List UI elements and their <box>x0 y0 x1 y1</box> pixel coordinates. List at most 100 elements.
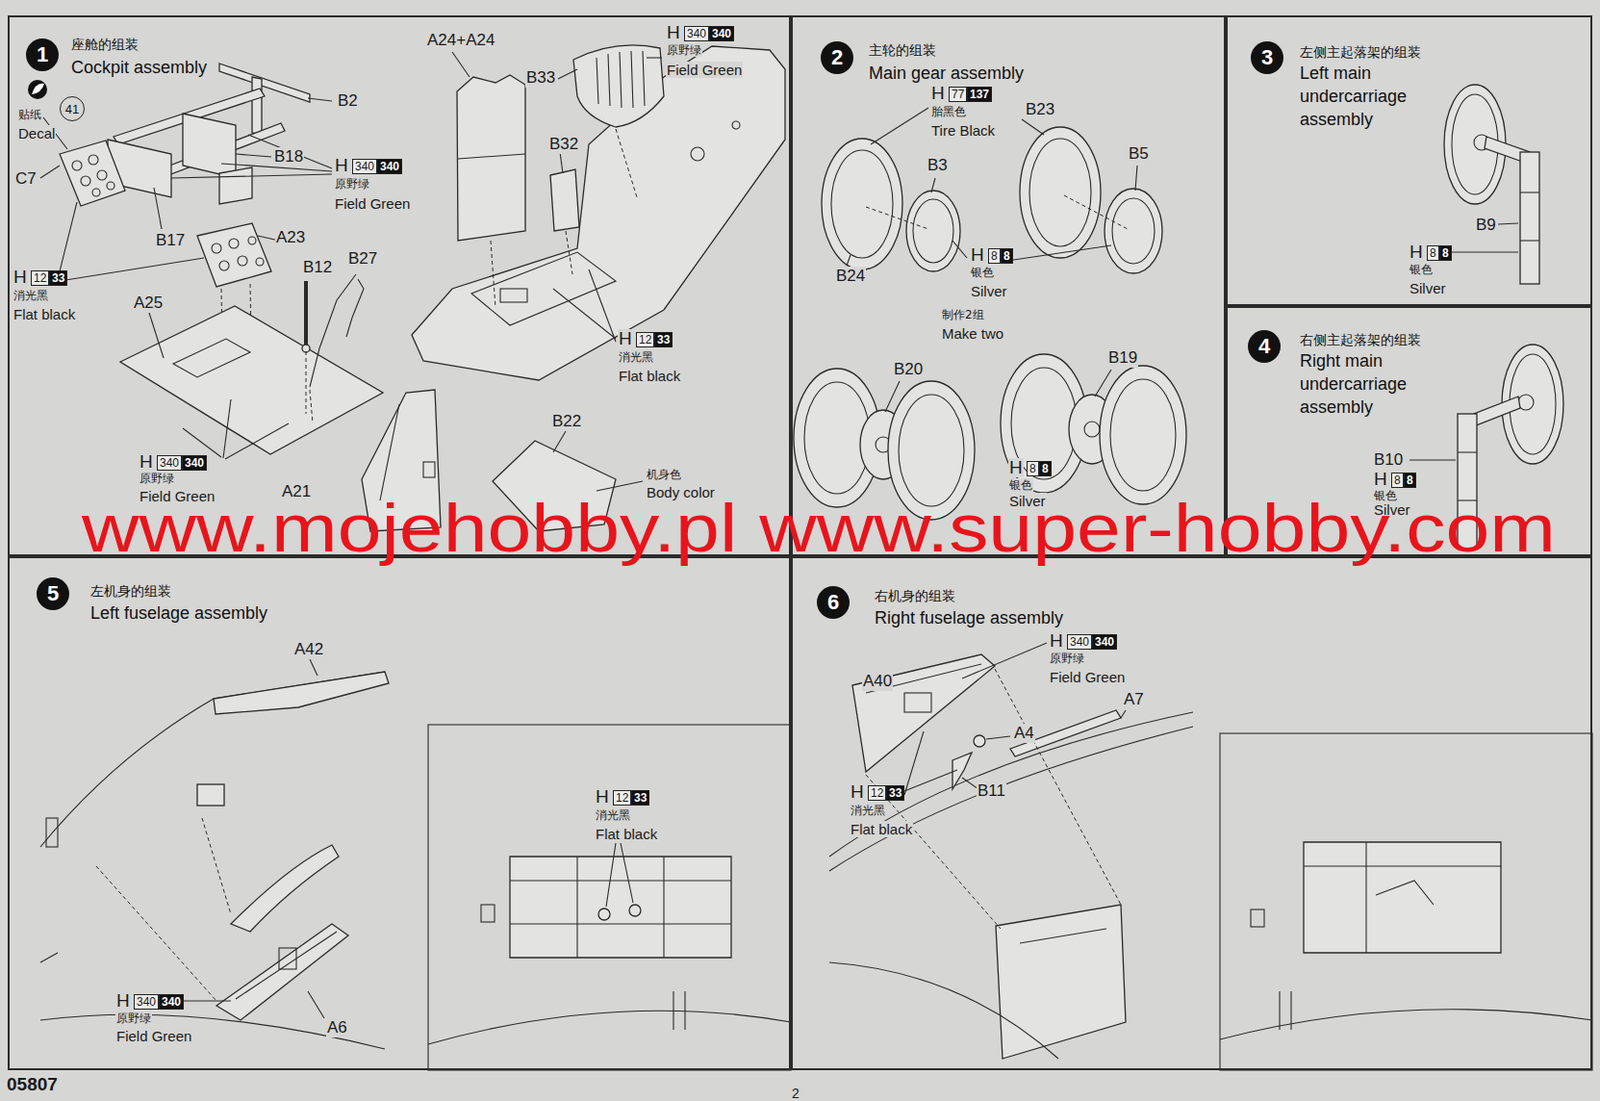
paint-code: 12 <box>867 785 887 801</box>
paint-brand: H <box>1372 469 1389 489</box>
color-name-cn: 银色 <box>1408 262 1434 277</box>
step-heading: Left fuselage assembly <box>90 601 268 625</box>
step-heading: Cockpit assembly <box>71 55 207 79</box>
color-name-cn: 原野绿 <box>138 471 176 485</box>
step-heading-cn: 座舱的组装 <box>71 36 139 54</box>
step-number: 1 <box>25 38 59 72</box>
color-name: Silver <box>1408 279 1448 297</box>
cockpit-floor <box>120 274 383 459</box>
part-number: B27 <box>347 249 379 269</box>
part-number: B9 <box>1474 215 1498 235</box>
step-heading: Left main undercarriage assembly <box>1299 61 1445 131</box>
step-number: 4 <box>1247 330 1281 363</box>
part-number: A24+A24 <box>426 30 496 51</box>
part-number: A42 <box>293 639 325 660</box>
paint-code: 33 <box>631 789 650 806</box>
paint-brand: H <box>1008 457 1024 478</box>
step-heading-cn: 右侧主起落架的组装 <box>1299 331 1422 350</box>
paint-brand: H <box>12 267 28 287</box>
paint-code: 8 <box>1000 248 1014 264</box>
step-heading-cn: 右机身的组装 <box>874 587 956 606</box>
color-name: Flat black <box>849 820 914 838</box>
color-name-cn: 银色 <box>1008 478 1034 492</box>
decal-number: 41 <box>59 96 85 122</box>
paint-code: 8 <box>1439 245 1452 261</box>
part-number: B3 <box>926 155 949 176</box>
cockpit-side <box>411 45 786 381</box>
paint-brand: H <box>1408 242 1424 262</box>
part-number: B33 <box>525 68 557 88</box>
paint-code: 340 <box>156 455 182 471</box>
part-number: A7 <box>1122 689 1145 710</box>
paint-code: 33 <box>49 270 68 286</box>
part-number: B12 <box>302 257 333 278</box>
paint-brand: H <box>849 782 865 802</box>
paint-code: 340 <box>352 158 378 175</box>
paint-code: 340 <box>684 25 710 42</box>
color-name: Tire Black <box>930 122 996 139</box>
paint-code: 8 <box>1026 460 1040 477</box>
paint-code: 8 <box>988 248 1001 264</box>
color-name: Decal <box>17 125 56 142</box>
part-number: B32 <box>548 134 580 154</box>
step-number-text: 4 <box>1258 333 1270 359</box>
paint-brand: H <box>665 23 682 43</box>
color-name-cn: 胎黑色 <box>930 104 967 119</box>
part-number: B11 <box>976 781 1007 801</box>
color-name-cn: 制作2组 <box>940 307 986 322</box>
paint-code: 340 <box>1066 634 1093 650</box>
color-name-cn: 消光黑 <box>849 803 887 817</box>
color-name-cn: 银色 <box>969 265 995 280</box>
color-name: Flat black <box>594 825 659 842</box>
paint-code: 8 <box>1391 472 1404 488</box>
color-name: Silver <box>969 282 1009 300</box>
color-name-cn: 原野绿 <box>1048 651 1086 665</box>
part-number: A6 <box>326 1017 349 1038</box>
watermark: www.mojehobby.pl www.super-hobby.com <box>81 494 1556 562</box>
step-heading: Main gear assembly <box>868 61 1024 85</box>
paint-code: 8 <box>1403 472 1417 488</box>
step-heading-cn: 左机身的组装 <box>90 583 172 601</box>
step-number: 6 <box>816 585 850 619</box>
color-name-cn: 消光黑 <box>12 288 50 303</box>
step-number-text: 41 <box>65 101 79 117</box>
right-fuselage <box>829 642 1593 1070</box>
paint-brand: H <box>333 155 350 176</box>
color-name: Flat black <box>12 305 77 323</box>
paint-code: 12 <box>612 789 632 806</box>
undercarriage-legs <box>1409 84 1564 549</box>
paint-code: 340 <box>377 158 403 175</box>
paint-code: 340 <box>133 993 159 1010</box>
color-name-cn: 消光黑 <box>617 350 655 364</box>
paint-code: 340 <box>1092 634 1118 650</box>
part-number: B18 <box>273 147 305 167</box>
paint-code: 33 <box>886 785 905 801</box>
part-number: B10 <box>1372 450 1404 470</box>
part-number: A23 <box>275 228 306 248</box>
color-name-cn: 机身色 <box>645 467 683 482</box>
part-number: A4 <box>1013 723 1036 743</box>
step-heading: Right fuselage assembly <box>874 606 1064 630</box>
color-name: Flat black <box>617 367 682 384</box>
part-number: B20 <box>892 359 924 380</box>
part-number: B17 <box>154 230 186 251</box>
part-number: B19 <box>1107 348 1139 368</box>
color-name-cn: 原野绿 <box>665 43 703 57</box>
color-name-cn: 原野绿 <box>115 1011 153 1025</box>
part-number: B2 <box>336 91 359 111</box>
wheel-parts <box>793 107 1187 520</box>
paint-code: 77 <box>948 86 967 102</box>
paint-code: 340 <box>181 455 207 471</box>
step-number: 5 <box>36 577 70 610</box>
color-name: Field Green <box>665 61 743 78</box>
step-number-text: 5 <box>47 581 59 607</box>
color-name: Field Green <box>115 1027 193 1044</box>
paint-code: 12 <box>635 331 655 348</box>
paint-brand: H <box>138 452 154 472</box>
paint-code: 137 <box>966 86 992 102</box>
paint-brand: H <box>617 329 634 349</box>
step-number-text: 6 <box>827 589 839 615</box>
step-number: 2 <box>820 41 854 75</box>
part-number: B23 <box>1024 100 1056 120</box>
color-name: Field Green <box>333 195 411 212</box>
